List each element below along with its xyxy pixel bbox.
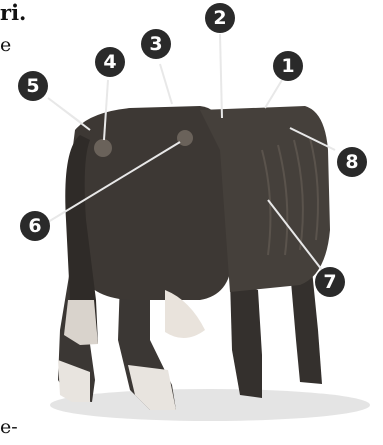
leader-line-2 — [220, 34, 222, 118]
marker-label-1: 1 — [281, 55, 294, 77]
marker-5: 5 — [18, 71, 48, 101]
marker-4: 4 — [95, 47, 125, 77]
cow-front-leg-left — [230, 280, 262, 398]
leader-line-1 — [265, 80, 282, 108]
marker-label-8: 8 — [345, 151, 358, 173]
marker-6: 6 — [20, 211, 50, 241]
cow-body — [58, 106, 330, 410]
marker-label-5: 5 — [26, 75, 39, 97]
marker-label-4: 4 — [103, 51, 116, 73]
marker-3: 3 — [141, 29, 171, 59]
marker-7: 7 — [315, 267, 345, 297]
cow-hindquarter — [71, 106, 232, 300]
cow-hip-point — [94, 139, 112, 157]
marker-label-6: 6 — [28, 215, 41, 237]
marker-2: 2 — [205, 3, 235, 33]
cow-pin-bone — [177, 130, 193, 146]
leader-line-3 — [160, 64, 172, 104]
marker-label-7: 7 — [323, 271, 336, 293]
marker-1: 1 — [273, 51, 303, 81]
leader-line-5 — [48, 98, 90, 130]
marker-8: 8 — [337, 147, 367, 177]
marker-label-3: 3 — [149, 33, 162, 55]
ground-shadow — [50, 389, 370, 421]
marker-label-2: 2 — [213, 7, 226, 29]
